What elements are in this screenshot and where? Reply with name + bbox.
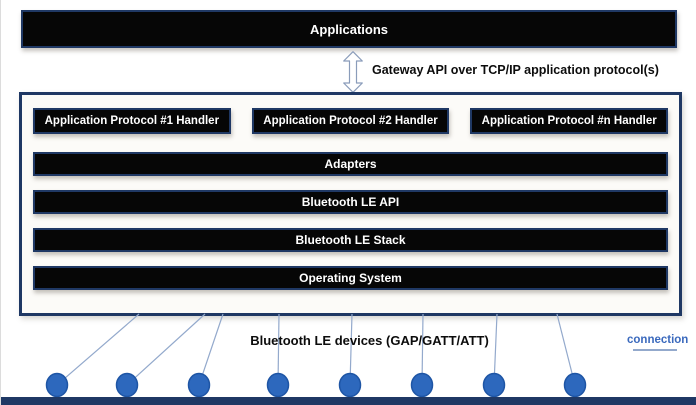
handler-row: Application Protocol #1 Handler Applicat… xyxy=(33,108,669,134)
layer-bluetooth-le-api: Bluetooth LE API xyxy=(33,190,668,214)
applications-label: Applications xyxy=(309,21,388,37)
layer-operating-system: Operating System xyxy=(33,266,668,290)
connection-line xyxy=(56,313,140,386)
handler-box-1: Application Protocol #1 Handler xyxy=(33,108,231,134)
device-node xyxy=(266,372,290,398)
device-node xyxy=(563,372,587,398)
devices-label: Bluetooth LE devices (GAP/GATT/ATT) xyxy=(250,333,489,348)
applications-box: Applications xyxy=(21,10,677,48)
device-connections xyxy=(45,313,587,398)
layer-label-adapters: Adapters xyxy=(324,157,377,171)
handler-label-n: Application Protocol #n Handler xyxy=(481,115,657,127)
handler-box-n: Application Protocol #n Handler xyxy=(470,108,669,134)
layer-label-operating-system: Operating System xyxy=(299,271,402,285)
double-arrow-icon xyxy=(343,51,363,93)
handler-label-1: Application Protocol #1 Handler xyxy=(44,115,220,127)
device-node xyxy=(338,372,362,398)
device-node xyxy=(482,372,506,398)
layer-label-bluetooth-le-stack: Bluetooth LE Stack xyxy=(295,233,406,247)
layer-bluetooth-le-stack: Bluetooth LE Stack xyxy=(33,228,668,252)
gateway-api-label: Gateway API over TCP/IP application prot… xyxy=(372,63,659,77)
connection-line xyxy=(198,313,224,386)
layer-adapters: Adapters xyxy=(33,152,668,176)
handler-label-2: Application Protocol #2 Handler xyxy=(263,115,438,127)
connection-line xyxy=(126,313,206,386)
gateway-box: Application Protocol #1 Handler Applicat… xyxy=(19,92,682,316)
device-node xyxy=(187,372,211,398)
device-node xyxy=(115,372,139,398)
connection-legend: connection xyxy=(627,334,689,351)
device-node xyxy=(410,372,434,398)
footer-bar xyxy=(1,397,696,405)
connection-legend-line xyxy=(633,349,677,351)
connection-legend-label: connection xyxy=(627,334,689,346)
handler-box-2: Application Protocol #2 Handler xyxy=(251,108,450,134)
device-node xyxy=(45,372,69,398)
layer-label-bluetooth-le-api: Bluetooth LE API xyxy=(301,195,400,209)
